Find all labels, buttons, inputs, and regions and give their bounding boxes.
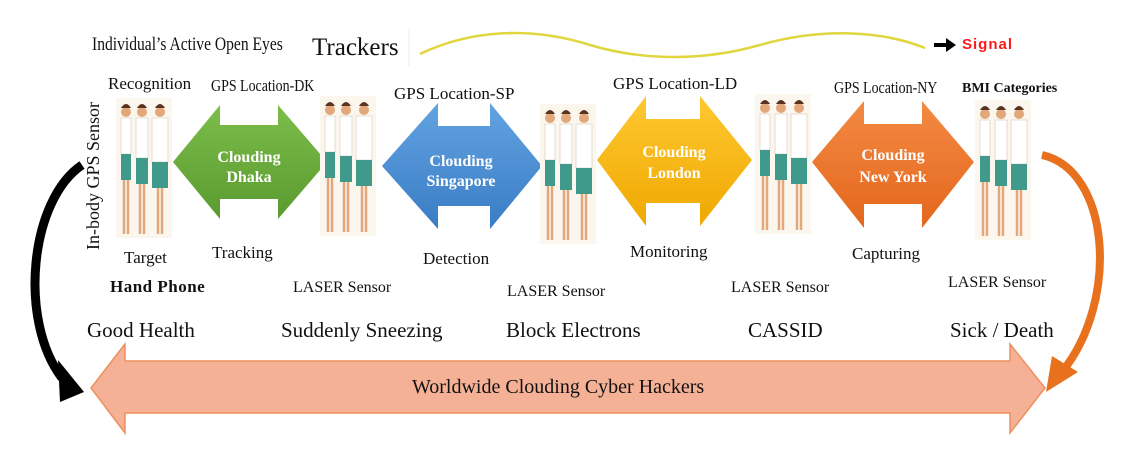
person-figure bbox=[774, 100, 788, 230]
status-block-electrons: Block Electrons bbox=[506, 318, 641, 342]
label-target: Target bbox=[124, 248, 167, 267]
side-label-gps-sensor: In-body GPS Sensor bbox=[83, 101, 103, 250]
cloud-new-york-line2: New York bbox=[859, 169, 927, 186]
person-figure bbox=[135, 104, 149, 234]
gps-location-ld: GPS Location-LD bbox=[613, 74, 738, 93]
person-figure bbox=[355, 102, 373, 232]
person-figure bbox=[979, 106, 991, 236]
cloud-arrow-new-york: Clouding New York bbox=[812, 101, 974, 228]
person-figure bbox=[544, 110, 556, 240]
sensor-laser-4: LASER Sensor bbox=[948, 274, 1047, 291]
title-active-open-eyes: Individual’s Active Open Eyes bbox=[92, 34, 283, 55]
action-monitoring: Monitoring bbox=[630, 242, 708, 261]
gps-location-dk: GPS Location-DK bbox=[211, 76, 315, 95]
person-figure bbox=[339, 102, 353, 232]
sensor-hand-phone: Hand Phone bbox=[110, 277, 206, 296]
signal-label: Signal bbox=[962, 36, 1014, 53]
person-figure bbox=[575, 110, 593, 240]
people-illustration-5 bbox=[975, 100, 1031, 240]
people-illustration-2 bbox=[320, 96, 376, 236]
cloud-arrow-singapore: Clouding Singapore bbox=[382, 103, 542, 229]
action-capturing: Capturing bbox=[852, 244, 920, 263]
gps-location-ny: GPS Location-NY bbox=[834, 78, 938, 97]
sensor-laser-3: LASER Sensor bbox=[731, 279, 830, 296]
status-suddenly-sneezing: Suddenly Sneezing bbox=[281, 318, 443, 342]
cloud-london-line2: London bbox=[647, 165, 700, 182]
person-figure bbox=[559, 110, 573, 240]
person-figure bbox=[151, 104, 169, 234]
status-sick-death: Sick / Death bbox=[950, 318, 1054, 342]
people-illustration-4 bbox=[755, 94, 811, 234]
bmi-categories-label: BMI Categories bbox=[962, 81, 1058, 96]
right-arrow-icon bbox=[934, 38, 956, 52]
person-figure bbox=[324, 102, 336, 232]
band-label: Worldwide Clouding Cyber Hackers bbox=[412, 376, 705, 398]
worldwide-band-arrow bbox=[90, 341, 1046, 436]
person-figure bbox=[1010, 106, 1028, 236]
cloud-new-york-line1: Clouding bbox=[861, 147, 924, 164]
right-return-arrow bbox=[1040, 151, 1104, 392]
action-detection: Detection bbox=[423, 249, 490, 268]
people-figures-icon bbox=[324, 102, 373, 232]
person-figure bbox=[994, 106, 1008, 236]
people-figures-icon bbox=[544, 110, 593, 240]
gps-location-sp: GPS Location-SP bbox=[394, 84, 515, 103]
status-cassid: CASSID bbox=[748, 318, 823, 342]
cloud-london-line1: Clouding bbox=[642, 144, 705, 161]
cloud-dhaka-line2: Dhaka bbox=[226, 169, 271, 186]
label-recognition: Recognition bbox=[108, 74, 192, 93]
status-good-health: Good Health bbox=[87, 318, 195, 342]
sensor-laser-1: LASER Sensor bbox=[293, 279, 392, 296]
cloud-singapore-line1: Clouding bbox=[429, 153, 492, 170]
people-figures-icon bbox=[979, 106, 1028, 236]
people-illustration-3 bbox=[540, 104, 596, 244]
person-figure bbox=[759, 100, 771, 230]
people-figures-icon bbox=[759, 100, 808, 230]
cloud-singapore-line2: Singapore bbox=[426, 173, 495, 190]
signal-wave bbox=[419, 31, 926, 59]
left-return-arrow bbox=[30, 161, 85, 402]
people-illustration-1 bbox=[116, 98, 172, 238]
cloud-arrow-london: Clouding London bbox=[597, 96, 752, 226]
sensor-laser-2: LASER Sensor bbox=[507, 283, 606, 300]
cloud-arrow-dhaka: Clouding Dhaka bbox=[173, 105, 327, 219]
action-tracking: Tracking bbox=[212, 243, 273, 262]
person-figure bbox=[790, 100, 808, 230]
cloud-dhaka-line1: Clouding bbox=[217, 149, 280, 166]
title-trackers: Trackers bbox=[312, 34, 399, 61]
people-figures-icon bbox=[120, 104, 169, 234]
person-figure bbox=[120, 104, 132, 234]
